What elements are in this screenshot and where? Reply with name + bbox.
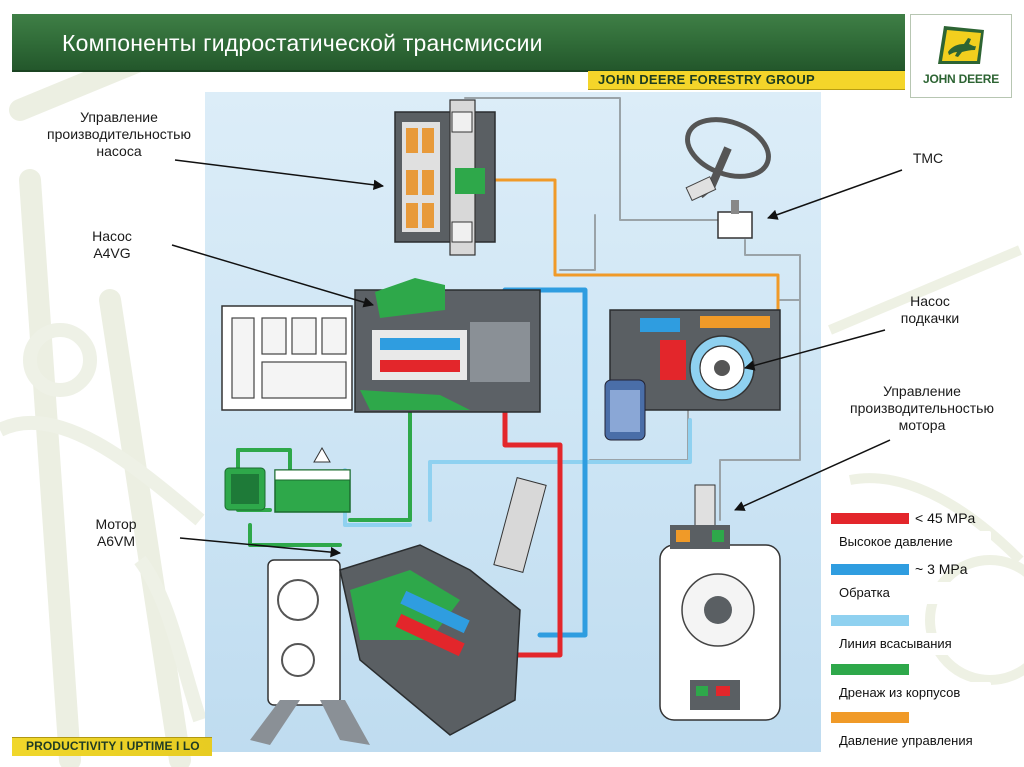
subheader-text: JOHN DEERE FORESTRY GROUP bbox=[598, 72, 815, 87]
main-pump bbox=[354, 278, 541, 413]
motor-unit bbox=[250, 477, 547, 745]
header-bar: Компоненты гидростатической трансмиссии bbox=[12, 14, 905, 72]
charge-pump-arrow bbox=[743, 329, 886, 371]
engine bbox=[221, 305, 353, 411]
legend-item-high-pressure: < 45 MPa Высокое давление bbox=[829, 510, 991, 561]
motor-label: Мотор A6VM bbox=[95, 516, 137, 549]
control-pressure-line bbox=[488, 178, 780, 322]
legend-item-drain: Дренаж из корпусов bbox=[829, 664, 991, 712]
legend-label: Дренаж из корпусов bbox=[829, 682, 991, 704]
subheader-banner: JOHN DEERE FORESTRY GROUP bbox=[588, 71, 905, 90]
legend-swatch bbox=[831, 615, 909, 626]
motor-control-block bbox=[659, 484, 781, 721]
pump-control-block bbox=[394, 99, 496, 256]
motor-control-arrow bbox=[734, 439, 891, 511]
legend-item-suction: Линия всасывания bbox=[829, 615, 991, 663]
brand-logo: JOHN DEERE bbox=[910, 14, 1012, 98]
legend-item-control-pressure: Давление управления bbox=[829, 712, 991, 760]
legend-label: Давление управления bbox=[829, 730, 991, 752]
charge-pump-block bbox=[604, 309, 781, 441]
page-title: Компоненты гидростатической трансмиссии bbox=[62, 30, 543, 56]
logo-text: JOHN DEERE bbox=[922, 72, 1000, 86]
legend-label: Высокое давление bbox=[829, 531, 991, 553]
steering-wheel bbox=[685, 117, 771, 202]
pump-arrow bbox=[171, 244, 375, 308]
legend-label: Обратка bbox=[829, 582, 991, 604]
footer-text: PRODUCTIVITY I UPTIME I LO bbox=[26, 739, 200, 753]
oil-cooler bbox=[224, 467, 266, 511]
tmc-label: TMC bbox=[912, 150, 944, 166]
motor-arrow bbox=[179, 537, 342, 558]
motor-control-label: Управление производительностью мотора bbox=[850, 383, 994, 433]
charge-pump-label: Насос подкачки bbox=[900, 293, 960, 326]
legend-value: ~ 3 MPa bbox=[915, 561, 968, 577]
legend-label: Линия всасывания bbox=[829, 633, 991, 655]
footer-banner: PRODUCTIVITY I UPTIME I LO bbox=[12, 737, 212, 756]
pump-control-arrow bbox=[174, 159, 385, 191]
legend-swatch bbox=[831, 664, 909, 675]
tmc-unit bbox=[717, 200, 753, 239]
oil-tank bbox=[274, 446, 351, 513]
leaping-deer-icon bbox=[938, 26, 984, 64]
legend-swatch bbox=[831, 564, 909, 575]
legend-item-return: ~ 3 MPa Обратка bbox=[829, 561, 991, 612]
tmc-arrow bbox=[767, 169, 903, 220]
legend-swatch bbox=[831, 712, 909, 723]
legend-swatch bbox=[831, 513, 909, 524]
pump-label: Насос A4VG bbox=[92, 228, 132, 261]
legend-value: < 45 MPa bbox=[915, 510, 976, 526]
pump-control-label: Управление производительностью насоса bbox=[47, 109, 191, 159]
